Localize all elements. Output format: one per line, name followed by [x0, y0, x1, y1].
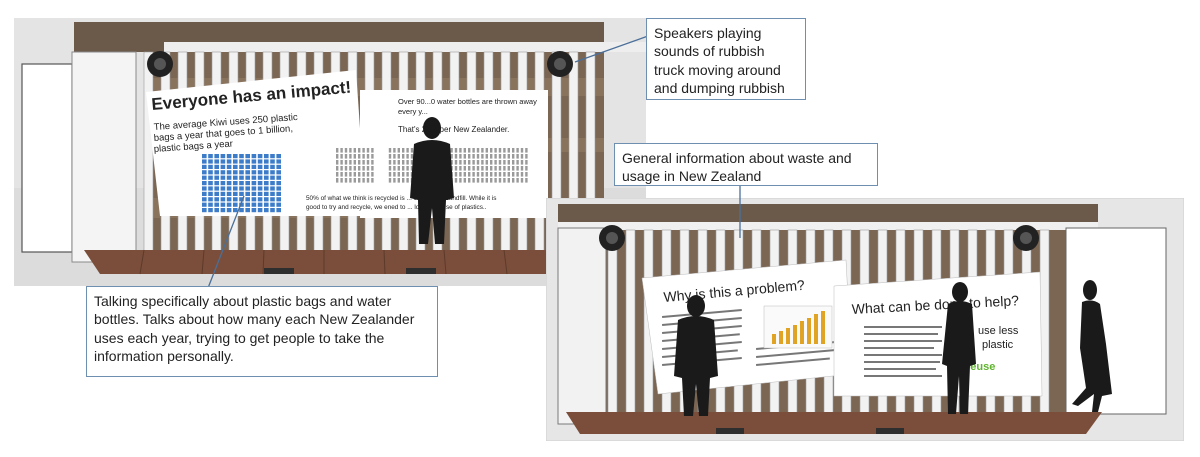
right-door: [1065, 227, 1167, 415]
mini-bar-chart-thumbnail: [763, 305, 833, 349]
impact-board: [146, 70, 366, 216]
left-door: [21, 63, 73, 253]
container-floor: [566, 412, 1102, 434]
bottles-text-line1: Over 90...0 water bottles are thrown awa…: [398, 97, 537, 106]
recycle-text-line2: good to try and recycle, we ened to ... …: [306, 204, 487, 211]
left-door: [557, 227, 607, 425]
speaker-icon: [147, 51, 173, 77]
plastic-bags-callout: Talking specifically about plastic bags …: [86, 286, 438, 377]
plastic-bags-callout-text: Talking specifically about plastic bags …: [94, 293, 415, 365]
general-info-callout: General information about waste and usag…: [614, 143, 878, 186]
bottles-text-line3: That's 25... per New Zealander.: [398, 125, 509, 134]
speakers-callout-text: Speakers playing sounds of rubbish truck…: [654, 25, 785, 97]
speakers-callout: Speakers playing sounds of rubbish truck…: [646, 18, 806, 100]
right-container-drawing: Why is this a problem? What can be done …: [546, 198, 1184, 441]
visitor-silhouette: [410, 117, 454, 244]
help-board-body-text: [864, 326, 942, 377]
left-frame: [71, 51, 137, 263]
speaker-icon: [599, 225, 625, 251]
visitor-silhouette: [1072, 280, 1112, 412]
use-less-line2: plastic: [982, 339, 1014, 351]
speaker-icon: [547, 51, 573, 77]
visitor-silhouette: [674, 295, 718, 416]
speaker-icon: [1013, 225, 1039, 251]
general-info-callout-text: General information about waste and usag…: [622, 150, 852, 185]
use-less-line1: use less: [978, 325, 1019, 337]
bottles-text-line2: every y...: [398, 107, 428, 116]
container-floor: [84, 250, 604, 274]
right-container-render: Why is this a problem? What can be done …: [546, 198, 1184, 441]
visitor-silhouette: [942, 282, 976, 414]
recycle-text-line1: 50% of what we think is recycled is ... …: [306, 195, 496, 202]
